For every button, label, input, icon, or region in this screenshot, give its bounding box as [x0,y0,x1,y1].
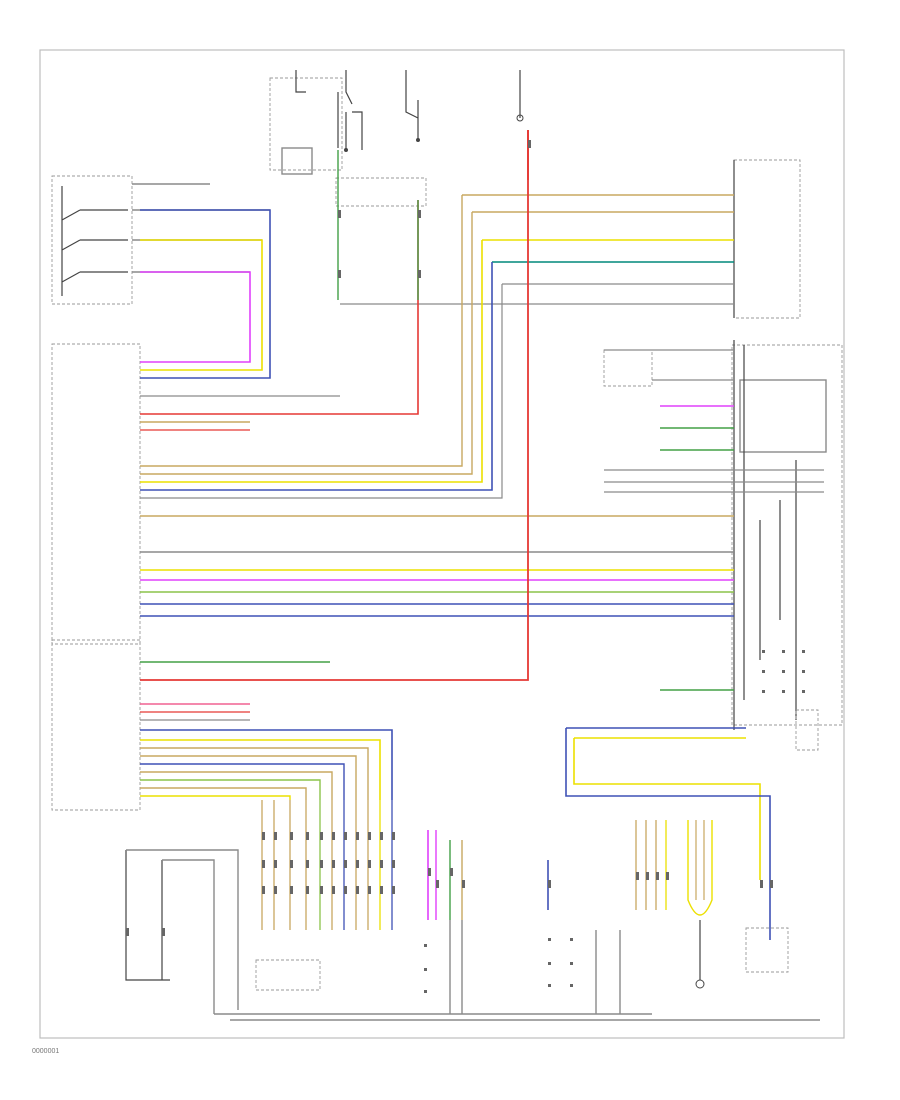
right-control-module [603,340,843,730]
bottom-components [255,709,819,991]
right-top-connector [733,159,801,319]
left-switch-block [51,175,270,305]
vertical-wires [125,130,820,1021]
connector-pins [126,140,805,993]
left-module-connectors [51,343,141,811]
wire-runs [140,130,824,940]
top-relay-area [269,70,524,207]
diagram-frame [39,49,845,1039]
diagram-code: 0000001 [32,1048,60,1055]
